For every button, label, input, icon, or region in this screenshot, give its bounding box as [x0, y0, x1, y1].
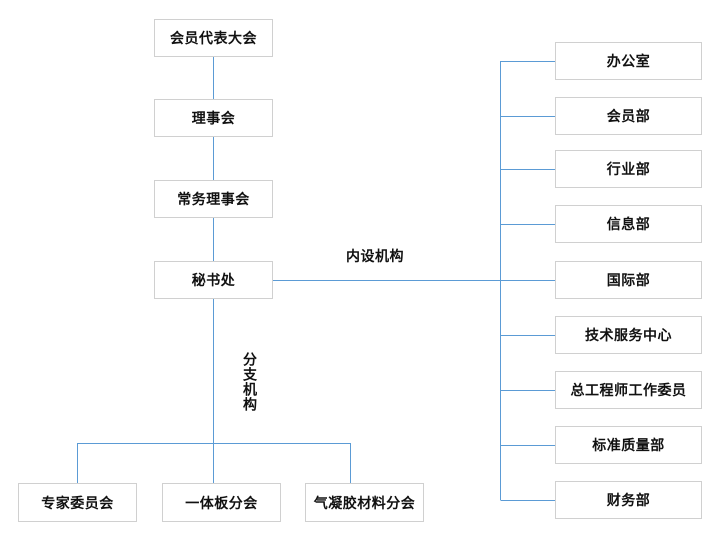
edge-label-internal-org: 内设机构	[346, 248, 404, 264]
node-council-label: 理事会	[191, 110, 236, 126]
department-chief-engineer-label: 总工程师工作委员	[570, 382, 687, 398]
department-office-label: 办公室	[606, 53, 651, 69]
department-international-label: 国际部	[606, 272, 651, 288]
node-standing-label: 常务理事会	[177, 191, 250, 207]
branch-panel-branch-label: 一体板分会	[185, 494, 258, 511]
department-membership[interactable]: 会员部	[555, 97, 702, 135]
department-chief-engineer[interactable]: 总工程师工作委员	[555, 371, 702, 409]
branch-expert-committee-label: 专家委员会	[41, 494, 114, 511]
department-tech-service[interactable]: 技术服务中心	[555, 316, 702, 354]
department-finance-label: 财务部	[606, 492, 651, 508]
department-industry-label: 行业部	[606, 161, 651, 177]
department-standard-quality[interactable]: 标准质量部	[555, 426, 702, 464]
branch-aerogel-branch[interactable]: 气凝胶材料分会	[305, 483, 424, 522]
node-assembly[interactable]: 会员代表大会	[154, 19, 273, 57]
node-assembly-label: 会员代表大会	[170, 30, 257, 46]
branch-aerogel-branch-label: 气凝胶材料分会	[313, 494, 416, 511]
department-standard-quality-label: 标准质量部	[592, 437, 665, 453]
node-secretariat[interactable]: 秘书处	[154, 261, 273, 299]
department-finance[interactable]: 财务部	[555, 481, 702, 519]
branch-panel-branch[interactable]: 一体板分会	[162, 483, 281, 522]
department-membership-label: 会员部	[606, 108, 651, 124]
branch-expert-committee[interactable]: 专家委员会	[18, 483, 137, 522]
department-information[interactable]: 信息部	[555, 205, 702, 243]
node-council[interactable]: 理事会	[154, 99, 273, 137]
node-standing[interactable]: 常务理事会	[154, 180, 273, 218]
department-information-label: 信息部	[606, 216, 651, 232]
department-tech-service-label: 技术服务中心	[585, 327, 672, 343]
department-office[interactable]: 办公室	[555, 42, 702, 80]
department-industry[interactable]: 行业部	[555, 150, 702, 188]
edge-label-branch-org: 分支机构	[242, 352, 258, 412]
department-international[interactable]: 国际部	[555, 261, 702, 299]
node-secretariat-label: 秘书处	[191, 272, 236, 288]
